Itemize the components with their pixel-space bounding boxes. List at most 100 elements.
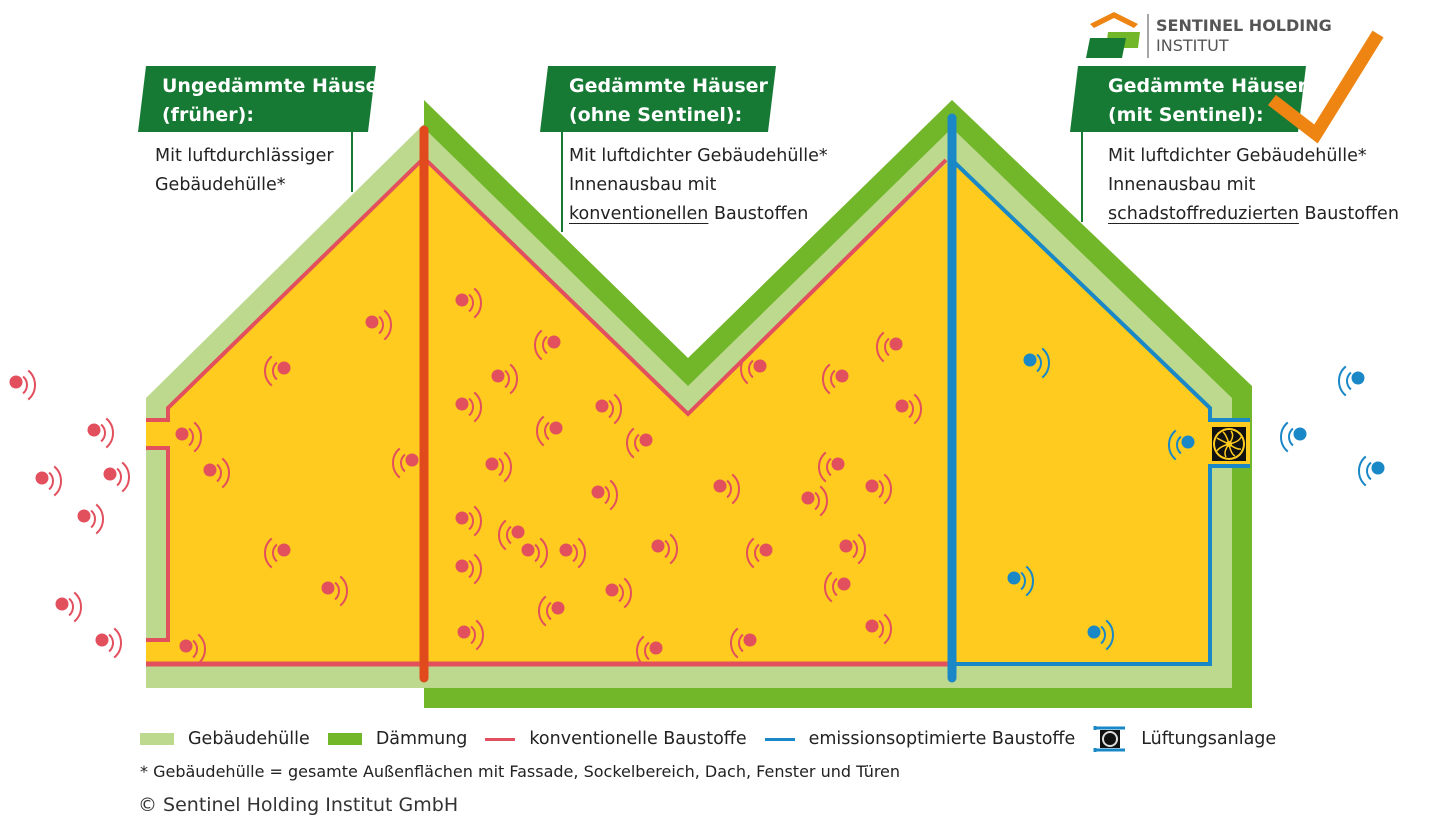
emission-source-high-icon bbox=[203, 457, 230, 489]
emission-dot bbox=[277, 361, 291, 375]
emission-wave bbox=[731, 473, 740, 505]
emission-dot bbox=[365, 315, 379, 329]
emission-source-high-icon bbox=[801, 485, 828, 517]
copyright: © Sentinel Holding Institut GmbH bbox=[138, 794, 459, 816]
emission-wave bbox=[884, 337, 890, 357]
logo-text: SENTINEL HOLDING INSTITUT bbox=[1156, 16, 1332, 56]
emission-wave bbox=[1168, 429, 1177, 461]
emission-wave bbox=[100, 423, 106, 443]
emission-wave bbox=[1025, 565, 1034, 597]
emission-dot bbox=[639, 433, 653, 447]
emission-wave bbox=[832, 577, 838, 597]
emission-dot bbox=[865, 479, 879, 493]
emission-dot bbox=[559, 543, 573, 557]
emission-wave bbox=[1346, 371, 1352, 391]
emission-source-high-icon bbox=[876, 331, 903, 363]
emission-wave bbox=[536, 415, 545, 447]
emission-wave bbox=[498, 457, 504, 477]
legend-item-ventilation: Lüftungsanlage bbox=[1093, 722, 1276, 756]
emission-source-high-icon bbox=[626, 427, 653, 459]
emission-source-high-icon bbox=[455, 391, 482, 423]
emission-wave bbox=[534, 329, 543, 361]
emission-wave bbox=[197, 633, 206, 665]
emission-source-high-icon bbox=[485, 451, 512, 483]
emission-source-high-icon bbox=[455, 553, 482, 585]
section-desc-insulated-without: Mit luftdichter Gebäudehülle* Innenausba… bbox=[569, 142, 828, 229]
emission-wave bbox=[830, 369, 836, 389]
emission-source-high-icon bbox=[865, 473, 892, 505]
emission-source-high-icon bbox=[179, 633, 206, 665]
section-desc-insulated-with: Mit luftdichter Gebäudehülle* Innenausba… bbox=[1108, 142, 1399, 229]
desc-underlined: konventionellen bbox=[569, 204, 709, 224]
emission-dot bbox=[457, 625, 471, 639]
emission-dot bbox=[1181, 435, 1195, 449]
emission-wave bbox=[116, 467, 122, 487]
emission-source-high-icon bbox=[264, 537, 291, 569]
emission-source-low-icon bbox=[1087, 619, 1114, 651]
emission-wave bbox=[53, 465, 62, 497]
emission-wave bbox=[883, 613, 892, 645]
emission-wave bbox=[577, 537, 586, 569]
emission-wave bbox=[216, 463, 222, 483]
legend-line-emission bbox=[764, 737, 795, 741]
section-title-line2: (ohne Sentinel): bbox=[569, 104, 743, 126]
desc-line1: Mit luftdurchlässiger bbox=[155, 146, 334, 166]
emission-wave bbox=[378, 315, 384, 335]
emission-wave bbox=[546, 601, 552, 621]
emission-dot bbox=[9, 375, 23, 389]
emission-wave bbox=[468, 511, 474, 531]
section-title-line1: Ungedämmte Häuser bbox=[162, 75, 388, 97]
emission-wave bbox=[188, 427, 194, 447]
emission-source-high-icon bbox=[103, 461, 130, 493]
emission-source-high-icon bbox=[591, 479, 618, 511]
emission-wave bbox=[470, 625, 476, 645]
emission-dot bbox=[801, 491, 815, 505]
emission-dot bbox=[1023, 353, 1037, 367]
emission-source-high-icon bbox=[534, 329, 561, 361]
emission-wave bbox=[1288, 427, 1294, 447]
emission-source-high-icon bbox=[455, 287, 482, 319]
emission-dot bbox=[1087, 625, 1101, 639]
emission-wave bbox=[1338, 365, 1347, 397]
emission-dot bbox=[491, 369, 505, 383]
emission-line bbox=[950, 158, 1250, 422]
emission-wave bbox=[608, 399, 614, 419]
emission-source-high-icon bbox=[746, 537, 773, 569]
emission-wave bbox=[669, 533, 678, 565]
emission-source-low-icon bbox=[1023, 347, 1050, 379]
emission-dot bbox=[1351, 371, 1365, 385]
emission-wave bbox=[613, 393, 622, 425]
emission-dot bbox=[35, 471, 49, 485]
emission-wave bbox=[1366, 461, 1372, 481]
emission-dot bbox=[831, 457, 845, 471]
emission-wave bbox=[503, 451, 512, 483]
section-title-uninsulated: Ungedämmte Häuser (früher): bbox=[146, 66, 388, 132]
emission-wave bbox=[534, 543, 540, 563]
emission-source-high-icon bbox=[521, 537, 548, 569]
emission-wave bbox=[1020, 571, 1026, 591]
emission-dot bbox=[55, 597, 69, 611]
desc-rest: Baustoffen bbox=[1298, 204, 1399, 224]
banner-bg-middle bbox=[540, 66, 776, 132]
emission-source-high-icon bbox=[730, 627, 757, 659]
emission-source-high-icon bbox=[9, 369, 36, 401]
emission-wave bbox=[113, 627, 122, 659]
legend-label: Lüftungsanlage bbox=[1141, 729, 1277, 749]
emission-source-high-icon bbox=[498, 519, 525, 551]
emission-wave bbox=[121, 461, 130, 493]
emission-wave bbox=[95, 503, 104, 535]
emission-wave bbox=[572, 543, 578, 563]
emission-wave bbox=[878, 619, 884, 639]
emission-dot bbox=[895, 399, 909, 413]
emission-wave bbox=[609, 479, 618, 511]
emission-source-high-icon bbox=[77, 503, 104, 535]
emission-source-high-icon bbox=[392, 447, 419, 479]
emission-wave bbox=[824, 571, 833, 603]
section-title-line2: (früher): bbox=[162, 104, 254, 126]
emission-dot bbox=[759, 543, 773, 557]
emission-source-high-icon bbox=[895, 393, 922, 425]
emission-sources bbox=[9, 287, 1385, 667]
emission-wave bbox=[334, 581, 340, 601]
emission-wave bbox=[1036, 353, 1042, 373]
